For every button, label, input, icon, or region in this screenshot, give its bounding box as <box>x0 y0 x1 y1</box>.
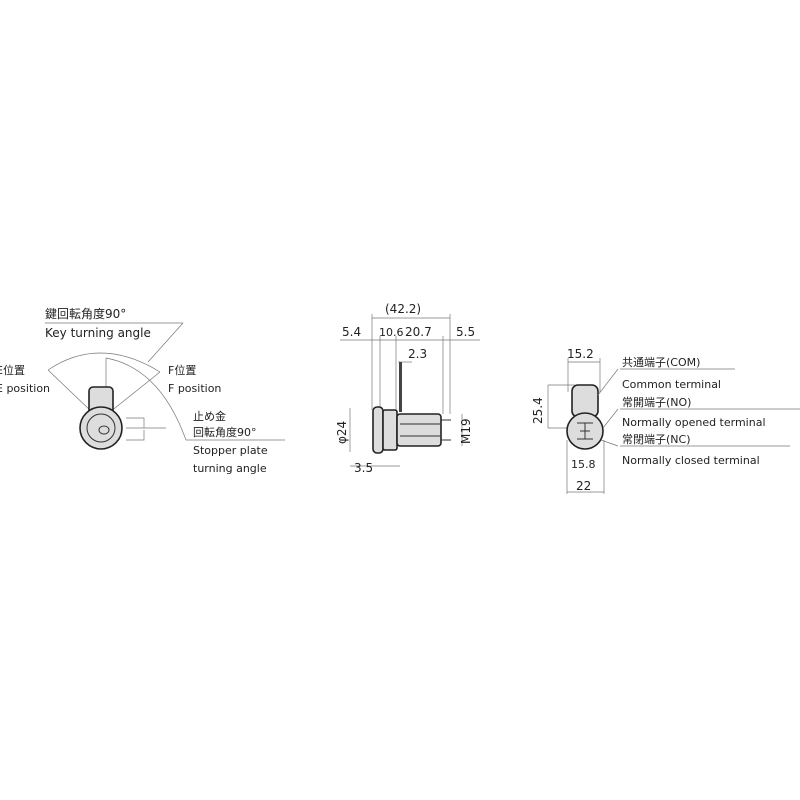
dim-5-4: 5.4 <box>342 325 361 339</box>
e-position-en: E position <box>0 382 50 395</box>
front-view: 鍵回転角度90° Key turning angle E位置 E positio… <box>0 306 285 475</box>
dim-diameter: φ24 <box>335 421 349 444</box>
dim-top-width: 15.2 <box>567 347 594 361</box>
dim-width: 22 <box>576 479 591 493</box>
com-jp: 共通端子(COM) <box>622 356 700 369</box>
dim-overall: (42.2) <box>385 302 421 316</box>
stopper-jp-1: 止め金 <box>193 409 226 423</box>
dim-thread: M19 <box>459 418 473 444</box>
keyhole-icon <box>98 425 110 435</box>
f-position-jp: F位置 <box>168 363 196 377</box>
dim-height: 25.4 <box>531 397 545 424</box>
side-view: (42.2) 5.4 10.6 20.7 5.5 2.3 φ24 M19 3.5 <box>335 302 480 475</box>
dim-flange: 3.5 <box>354 461 373 475</box>
terminal-pin <box>399 362 402 412</box>
dim-5-5: 5.5 <box>456 325 475 339</box>
stopper-jp-2: 回転角度90° <box>193 425 257 439</box>
rear-view: 15.2 25.4 15.8 22 共通端子(COM) Common termi… <box>531 347 800 494</box>
flange <box>372 406 384 454</box>
lock-face <box>79 406 123 450</box>
e-position-jp: E位置 <box>0 363 25 377</box>
key-angle-jp: 鍵回転角度90° <box>45 306 126 321</box>
nut <box>382 409 398 451</box>
no-en: Normally opened terminal <box>622 416 766 429</box>
stopper-en-2: turning angle <box>193 462 267 475</box>
f-position-en: F position <box>168 382 221 395</box>
com-en: Common terminal <box>622 378 721 391</box>
key-angle-leader <box>147 322 184 363</box>
switch-body <box>396 413 442 447</box>
key-angle-en: Key turning angle <box>45 326 151 340</box>
stopper-en-1: Stopper plate <box>193 444 268 457</box>
nc-jp: 常閉端子(NC) <box>622 433 691 446</box>
dim-2-3: 2.3 <box>408 347 427 361</box>
dim-10-6: 10.6 <box>379 326 404 339</box>
dim-inner-width: 15.8 <box>571 458 596 471</box>
no-jp: 常開端子(NO) <box>622 396 691 409</box>
nc-en: Normally closed terminal <box>622 454 760 467</box>
dim-20-7: 20.7 <box>405 325 432 339</box>
key-angle-arc <box>47 352 161 373</box>
